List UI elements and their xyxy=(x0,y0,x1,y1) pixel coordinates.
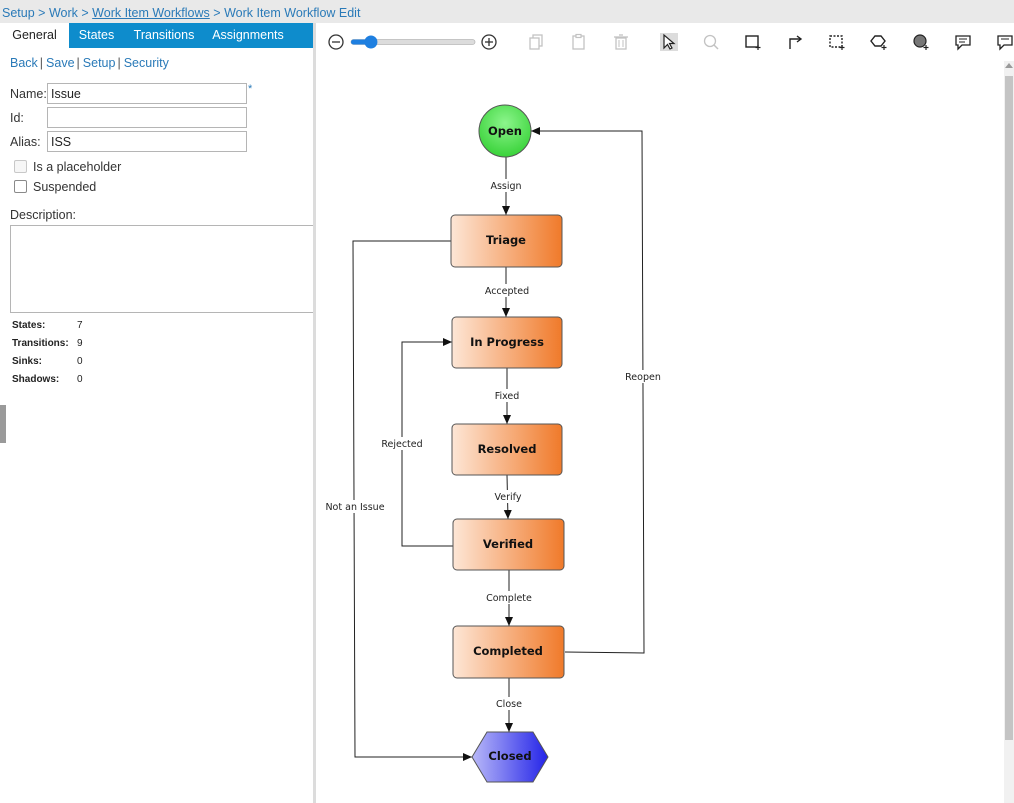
edge-not-an-issue[interactable] xyxy=(352,240,472,761)
edge-label-fixed: Fixed xyxy=(495,391,520,402)
edge-reopen[interactable] xyxy=(531,127,645,654)
stat-sinks-label: Sinks: xyxy=(12,356,43,367)
add-transition-icon[interactable] xyxy=(786,33,804,51)
stat-transitions-value: 9 xyxy=(77,338,83,349)
breadcrumb-separator: > xyxy=(213,6,221,20)
placeholder-label: Is a placeholder xyxy=(33,160,122,174)
state-triage-label: Triage xyxy=(486,233,526,247)
id-field[interactable] xyxy=(47,107,247,128)
tab-general[interactable]: General xyxy=(0,23,69,48)
placeholder-checkbox[interactable] xyxy=(14,160,27,173)
breadcrumb-setup[interactable]: Setup xyxy=(2,6,35,20)
edge-label-accepted: Accepted xyxy=(485,286,529,297)
zoom-out-icon[interactable] xyxy=(327,33,345,51)
state-resolved[interactable]: Resolved xyxy=(451,423,563,476)
state-open[interactable]: Open xyxy=(478,104,532,158)
description-label: Description: xyxy=(10,208,76,222)
link-separator: | xyxy=(39,56,44,70)
stat-transitions-label: Transitions: xyxy=(12,338,69,349)
setup-link[interactable]: Setup xyxy=(82,56,116,70)
state-closed-label: Closed xyxy=(488,749,531,763)
edge-label-close: Close xyxy=(496,699,522,710)
alias-field[interactable] xyxy=(47,131,247,152)
breadcrumb-work[interactable]: Work xyxy=(48,6,78,20)
canvas-scrollbar-thumb[interactable] xyxy=(1005,76,1013,740)
stat-states-label: States: xyxy=(12,320,46,331)
panel-splitter[interactable] xyxy=(313,23,316,803)
add-group-icon[interactable] xyxy=(828,33,846,51)
stat-shadows-value: 0 xyxy=(77,374,83,385)
action-links: Back|Save|Setup|Security xyxy=(10,56,169,70)
properties-panel: General States Transitions Assignments B… xyxy=(0,23,313,803)
edge-label-verify: Verify xyxy=(495,492,522,503)
edge-label-rejected: Rejected xyxy=(381,439,422,450)
suspended-label: Suspended xyxy=(33,180,97,194)
breadcrumb-current: Work Item Workflow Edit xyxy=(224,6,361,20)
back-link[interactable]: Back xyxy=(10,56,38,70)
stat-states-value: 7 xyxy=(77,320,83,331)
diagram-toolbar xyxy=(316,23,1014,61)
scroll-up-arrow-icon[interactable] xyxy=(1005,63,1013,68)
zoom-in-icon[interactable] xyxy=(480,33,498,51)
suspended-checkbox[interactable] xyxy=(14,180,27,193)
state-verified[interactable]: Verified xyxy=(452,518,565,571)
tab-assignments[interactable]: Assignments xyxy=(212,28,284,42)
breadcrumb-work-item-workflows[interactable]: Work Item Workflows xyxy=(92,6,210,20)
security-link[interactable]: Security xyxy=(123,56,169,70)
tab-transitions[interactable]: Transitions xyxy=(133,28,195,42)
edge-label-assign: Assign xyxy=(490,181,521,192)
paste-icon[interactable] xyxy=(570,33,588,51)
stat-sinks-value: 0 xyxy=(77,356,83,367)
add-comment-icon[interactable] xyxy=(954,33,972,51)
id-label: Id: xyxy=(10,111,24,125)
state-closed[interactable]: Closed xyxy=(471,731,549,783)
workflow-diagram: Assign Accepted Fixed Verify Complete Cl… xyxy=(324,104,662,783)
edge-label-not-an-issue: Not an Issue xyxy=(325,502,384,513)
copy-icon[interactable] xyxy=(528,33,546,51)
state-completed[interactable]: Completed xyxy=(452,625,565,679)
tab-bar: General States Transitions Assignments xyxy=(0,23,313,48)
breadcrumb-separator: > xyxy=(81,6,89,20)
breadcrumb: Setup > Work > Work Item Workflows > Wor… xyxy=(0,0,1014,23)
panel-collapse-handle[interactable] xyxy=(0,405,6,443)
select-pointer-icon[interactable] xyxy=(660,33,678,51)
alias-label: Alias: xyxy=(10,135,41,149)
save-link[interactable]: Save xyxy=(46,56,75,70)
link-separator: | xyxy=(117,56,121,70)
zoom-slider[interactable] xyxy=(349,35,479,49)
name-field[interactable] xyxy=(47,83,247,104)
stat-shadows-label: Shadows: xyxy=(12,374,60,385)
delete-icon[interactable] xyxy=(612,33,630,51)
edge-label-complete: Complete xyxy=(486,593,532,604)
workflow-canvas[interactable]: Assign Accepted Fixed Verify Complete Cl… xyxy=(316,23,1014,803)
state-verified-label: Verified xyxy=(483,537,533,551)
state-in-progress-label: In Progress xyxy=(470,335,544,349)
tab-states[interactable]: States xyxy=(78,28,115,42)
search-node-icon[interactable] xyxy=(702,33,720,51)
add-state-icon[interactable] xyxy=(744,33,762,51)
add-note-icon[interactable] xyxy=(996,33,1014,51)
state-triage[interactable]: Triage xyxy=(450,214,563,268)
zoom-slider-knob[interactable] xyxy=(364,35,378,49)
description-textarea[interactable] xyxy=(10,225,313,313)
add-shape-icon[interactable] xyxy=(870,33,888,51)
state-resolved-label: Resolved xyxy=(478,442,537,456)
link-separator: | xyxy=(76,56,80,70)
state-open-label: Open xyxy=(488,124,522,138)
edge-label-reopen: Reopen xyxy=(625,372,661,383)
required-marker: * xyxy=(248,83,253,95)
breadcrumb-separator: > xyxy=(38,6,46,20)
state-completed-label: Completed xyxy=(473,644,543,658)
state-in-progress[interactable]: In Progress xyxy=(451,316,563,369)
name-label: Name: xyxy=(10,87,47,101)
add-shadow-icon[interactable] xyxy=(912,33,930,51)
